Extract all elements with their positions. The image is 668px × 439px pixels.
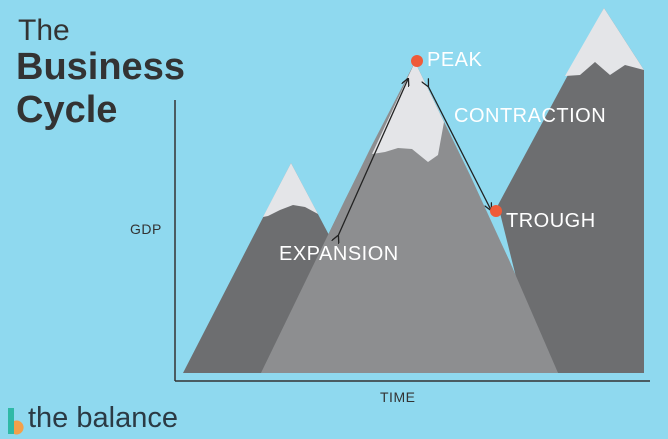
contraction-arrow bbox=[428, 86, 491, 210]
contraction-label: CONTRACTION bbox=[454, 105, 607, 127]
peak-point bbox=[411, 55, 423, 67]
trough-label: TROUGH bbox=[506, 210, 596, 232]
y-axis-label: GDP bbox=[130, 221, 162, 237]
trough-point bbox=[490, 205, 502, 217]
expansion-label: EXPANSION bbox=[279, 243, 399, 265]
right-mountain bbox=[498, 8, 644, 373]
title-line-2: Business bbox=[16, 46, 185, 88]
brand-name: the balance bbox=[28, 402, 178, 434]
title-line-3: Cycle bbox=[16, 89, 118, 131]
expansion-arrow bbox=[338, 79, 408, 236]
brand-logo-icon bbox=[8, 408, 24, 435]
title-line-1: The bbox=[18, 14, 70, 47]
peak-label: PEAK bbox=[427, 49, 483, 71]
x-axis-label: TIME bbox=[380, 389, 416, 405]
